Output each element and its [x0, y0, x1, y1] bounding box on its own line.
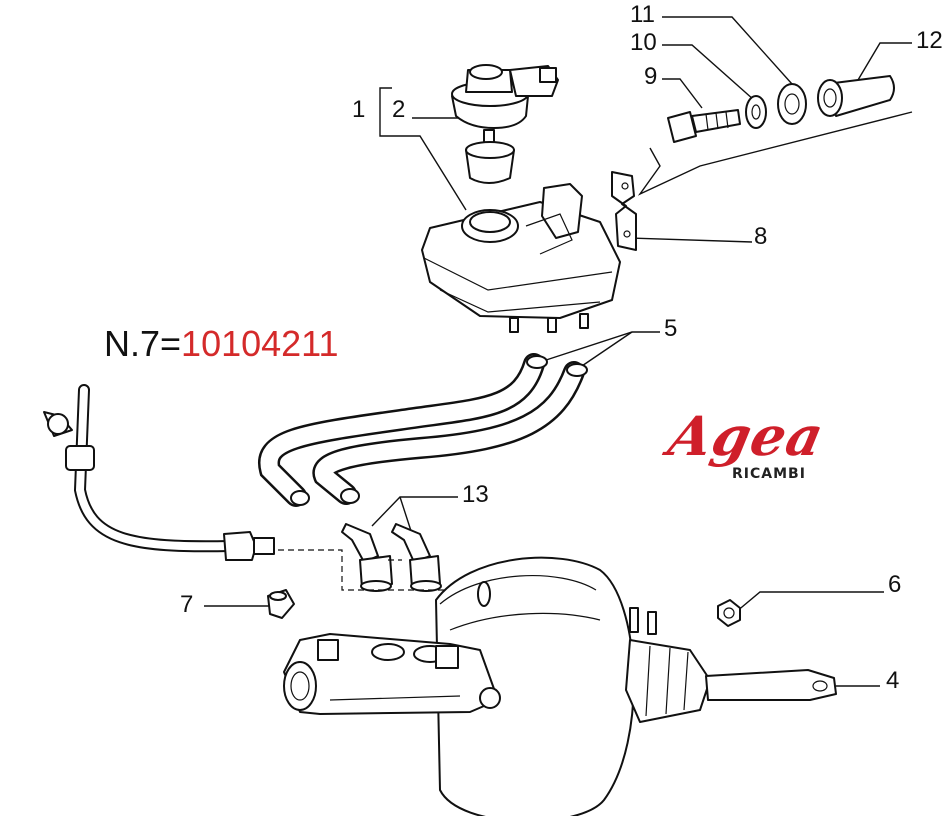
callout-13: 13	[462, 481, 489, 508]
brand-name: Agea	[663, 404, 830, 468]
reservoir-cap	[451, 64, 559, 184]
brand-tagline: RICAMBI	[732, 466, 806, 482]
connection-lines	[278, 549, 476, 591]
brand-logo: Agea RICAMBI	[663, 404, 834, 500]
callout-9: 9	[644, 63, 657, 90]
cable-assembly	[43, 384, 275, 561]
callout-2: 2	[392, 96, 405, 123]
elbow-fittings	[341, 523, 442, 592]
mounting-bracket	[611, 171, 637, 251]
brake-booster	[435, 556, 837, 816]
callout-12: 12	[916, 27, 943, 54]
note-part-number: 10104211	[181, 323, 339, 364]
callout-1: 1	[352, 96, 365, 123]
bolt-assembly	[667, 75, 895, 143]
nut	[717, 599, 741, 627]
reservoir-hoses	[258, 353, 588, 507]
callout-10: 10	[630, 29, 657, 56]
pressure-switch	[267, 589, 295, 619]
callout-5: 5	[664, 315, 677, 342]
callout-6: 6	[888, 571, 901, 598]
master-cylinder	[283, 633, 501, 715]
leader-lines	[204, 16, 913, 687]
callout-7: 7	[180, 591, 193, 618]
fluid-reservoir	[421, 183, 621, 333]
note-prefix: N.7=	[104, 323, 182, 364]
callout-8: 8	[754, 223, 767, 250]
part-number-note: N.7=10104211	[104, 324, 339, 364]
callout-4: 4	[886, 667, 899, 694]
callout-11: 11	[630, 1, 655, 28]
callout-numbers: 1 2 11 10 9 12 8 5 13 7 6 4	[180, 1, 943, 694]
